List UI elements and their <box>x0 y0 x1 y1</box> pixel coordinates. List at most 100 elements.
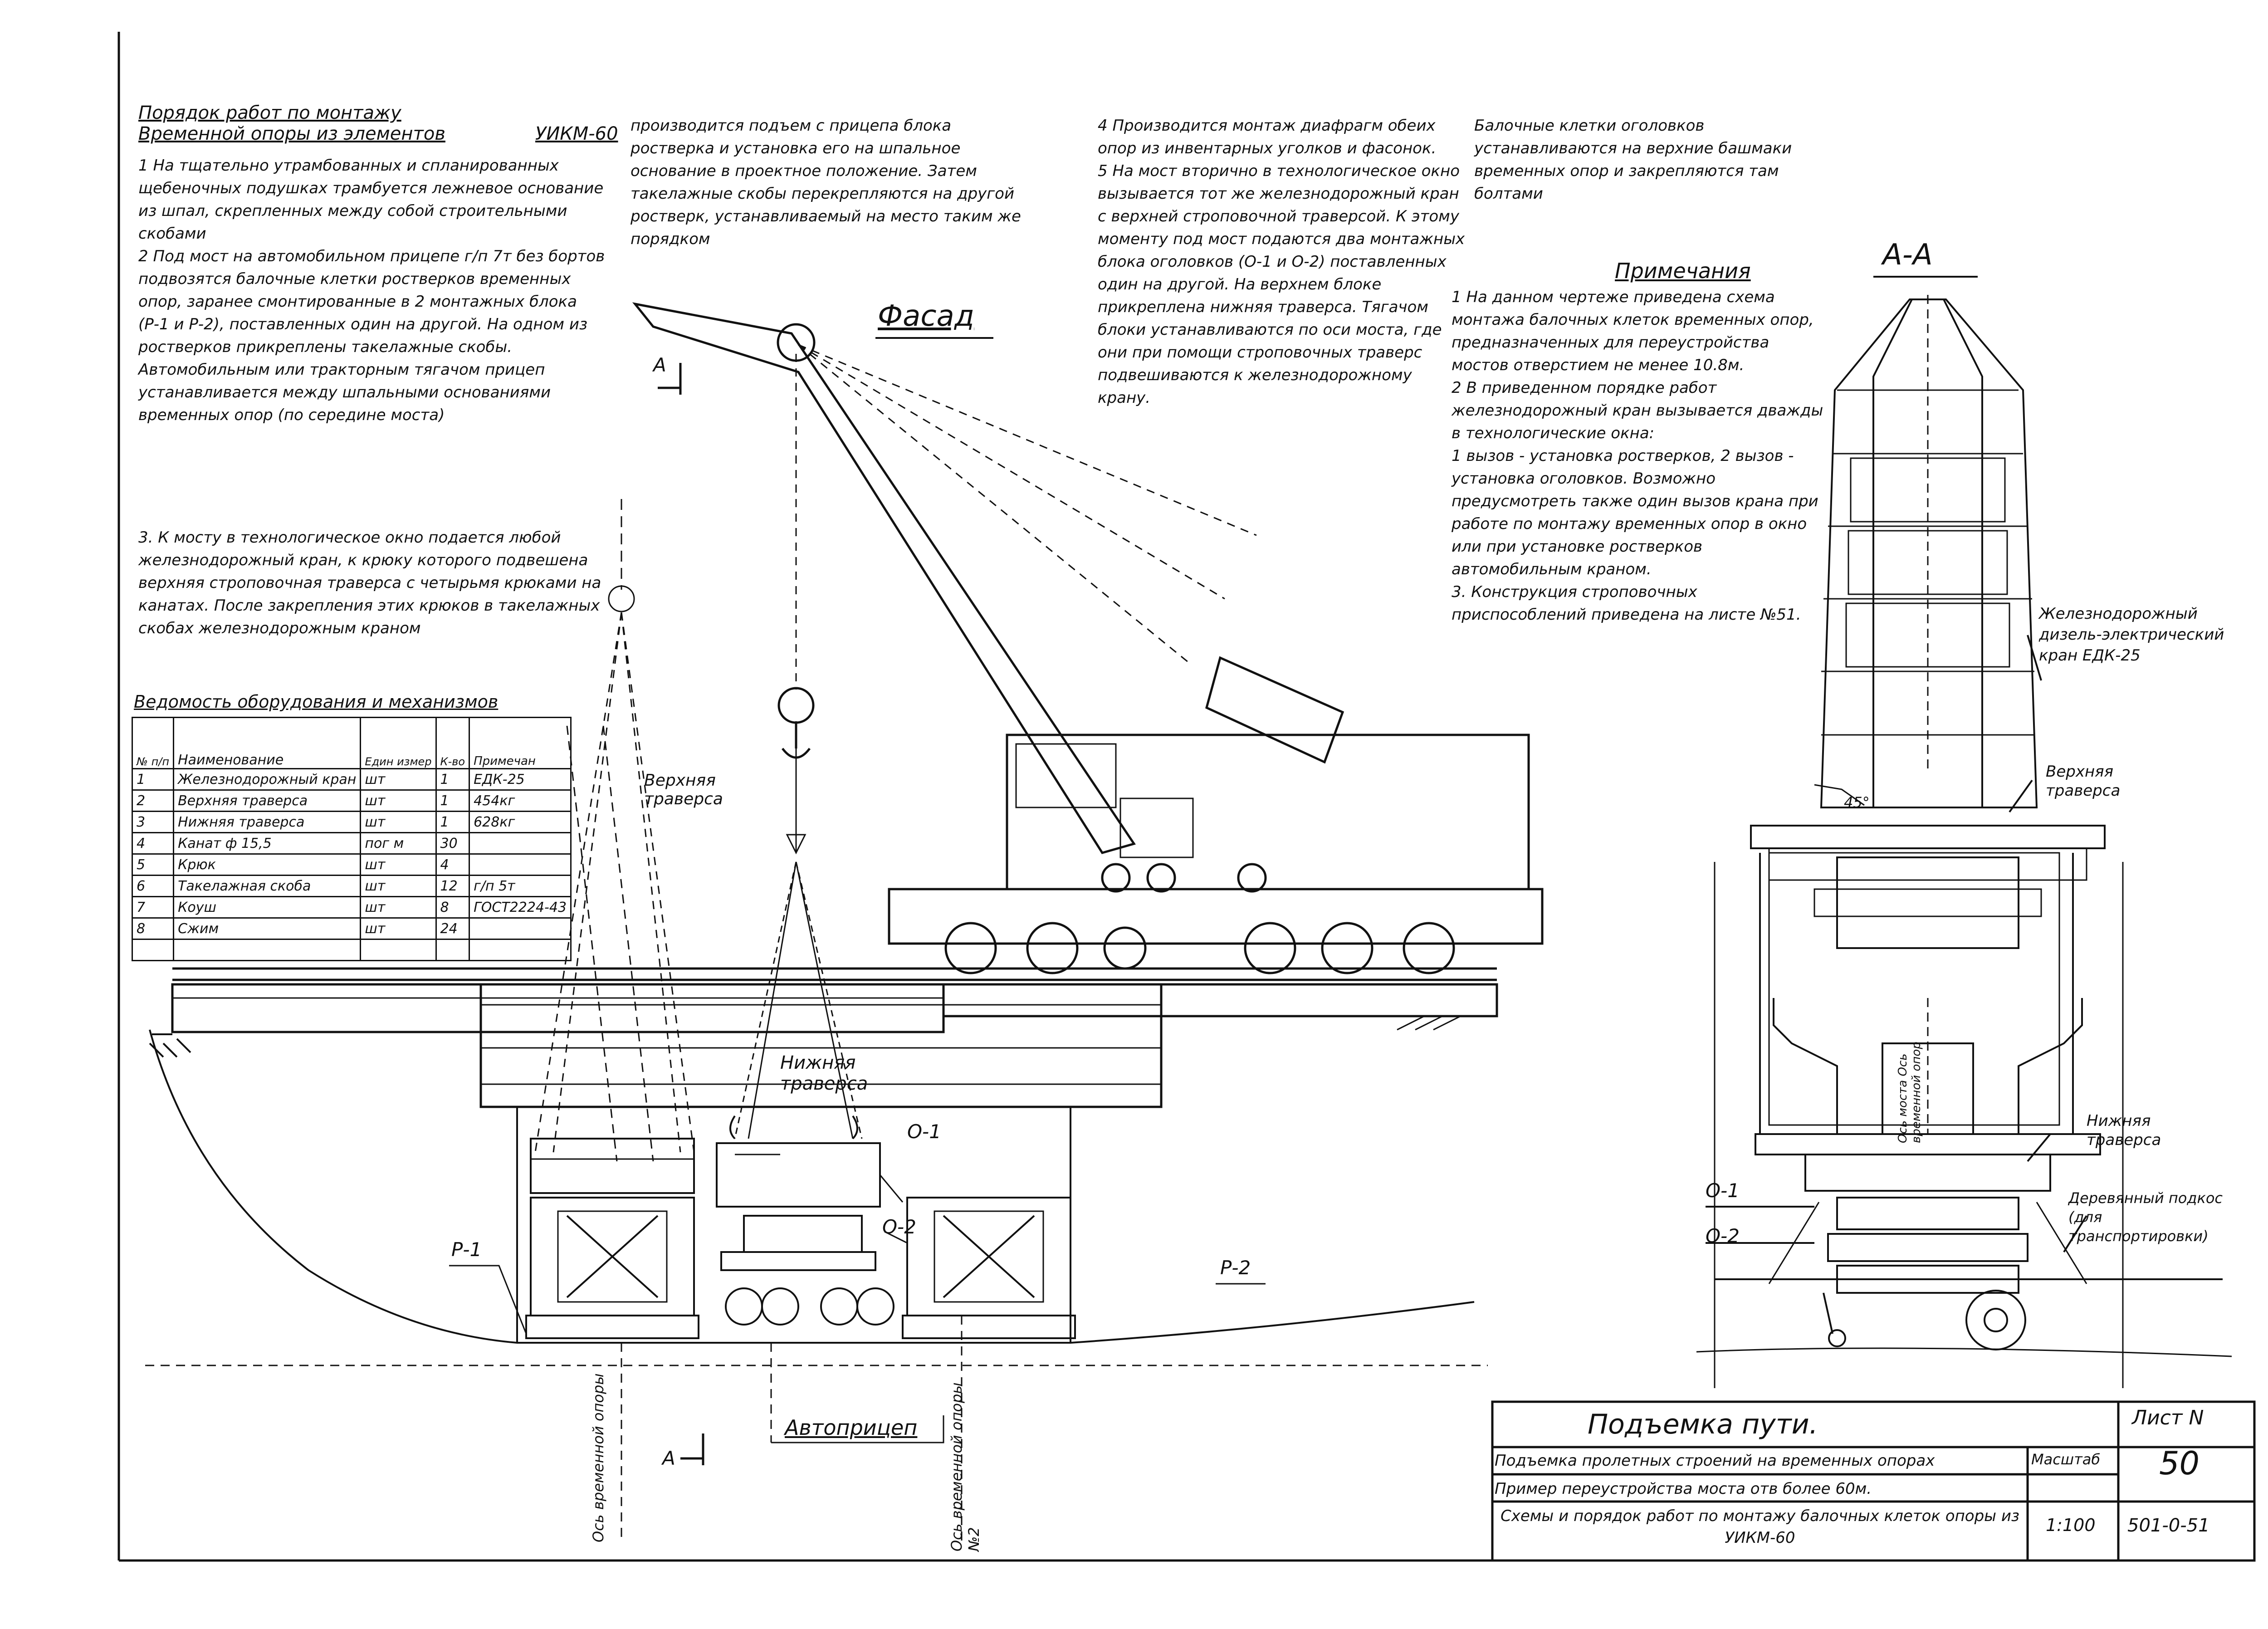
o1-section-label: О-1 <box>1706 1179 1740 1202</box>
row-note: 628кг <box>469 811 572 833</box>
axis-bridge-label: Ось моста Ось временной опор <box>1896 1042 1923 1143</box>
facade-label: Фасад <box>878 299 974 333</box>
row-note: 454кг <box>469 789 572 812</box>
row-num: 8 <box>131 917 175 940</box>
row-qty: 4 <box>435 853 470 876</box>
row-qty: 8 <box>435 896 470 919</box>
upper-traverse-r-label: Верхняя траверса <box>2046 763 2121 800</box>
stamp-line1: Подъемка пролетных строений на временных… <box>1495 1452 1935 1470</box>
procedure-steps-1-2: 1 На тщательно утрамбованных и спланиров… <box>138 157 605 424</box>
row-name: Железнодорожный кран <box>173 768 362 791</box>
row-name: Сжим <box>173 917 362 940</box>
row-name: Коуш <box>173 896 362 919</box>
row-note: ЕДК-25 <box>469 768 572 791</box>
o1-label: О-1 <box>907 1120 941 1143</box>
scale-label: Масштаб <box>2031 1451 2101 1468</box>
section-a-mark-top: А <box>653 354 666 376</box>
procedure-continuation: производится подъем с прицепа блока рост… <box>631 117 1021 248</box>
stamp-line3: Схемы и порядок работ по монтажу балочны… <box>1500 1507 2020 1547</box>
temporary-supports <box>525 1115 1076 1339</box>
row-qty: 12 <box>435 875 470 897</box>
axis-support-2-label: Ось временной опоры №2 <box>948 1382 982 1551</box>
upper-traverse-label: Верхняя траверса <box>644 771 723 808</box>
row-note: г/п 5т <box>469 875 572 897</box>
section-a-a <box>1696 295 2232 1388</box>
procedure-final-note: Балочные клетки оголовков устанавливаютс… <box>1474 117 1792 203</box>
p2-label: Р-2 <box>1220 1257 1251 1279</box>
stamp-title: Подъемка пути. <box>1588 1409 1818 1440</box>
col-num-header: № п/п <box>131 717 175 769</box>
o2-section-label: О-2 <box>1706 1225 1740 1247</box>
row-num: 4 <box>131 832 175 855</box>
notes-title: Примечания <box>1615 259 1751 283</box>
ground <box>145 1015 1488 1366</box>
axis-temp-support-label: Ось временной опоры <box>590 1373 607 1542</box>
sheet-label: Лист N <box>2132 1406 2204 1429</box>
section-aa-label: А-А <box>1882 238 1933 272</box>
row-name: Крюк <box>173 853 362 876</box>
row-qty: 1 <box>435 789 470 812</box>
section-a-mark-bottom: А <box>662 1447 675 1469</box>
row-unit: шт <box>360 853 437 876</box>
procedure-title-line1: Порядок работ по монтажу <box>138 103 401 123</box>
sheet-number: 50 <box>2159 1445 2200 1482</box>
railway-crane <box>632 302 1544 974</box>
row-unit: шт <box>360 896 437 919</box>
row-qty: 1 <box>435 811 470 833</box>
row-name: Такелажная скоба <box>173 875 362 897</box>
row-num: 5 <box>131 853 175 876</box>
row-unit: шт <box>360 811 437 833</box>
row-qty: 30 <box>435 832 470 855</box>
row-num: 7 <box>131 896 175 919</box>
row-name: Верхняя траверса <box>173 789 362 812</box>
stamp-line2: Пример переустройства моста отв более 60… <box>1495 1480 1872 1498</box>
empty-cell <box>435 939 470 961</box>
procedure-step-3: 3. К мосту в технологическое окно подает… <box>138 528 601 637</box>
row-note <box>469 832 572 855</box>
crane-model-label: Железнодорожный дизель-электрический кра… <box>2039 605 2224 665</box>
row-note <box>469 853 572 876</box>
row-num: 1 <box>131 768 175 791</box>
empty-cell <box>173 939 362 961</box>
crane-wheels <box>944 863 1455 974</box>
row-unit: шт <box>360 768 437 791</box>
o2-label: О-2 <box>882 1216 916 1238</box>
row-note: ГОСТ2224-43 <box>469 896 572 919</box>
row-qty: 1 <box>435 768 470 791</box>
row-name: Канат ф 15,5 <box>173 832 362 855</box>
col-qty-header: К-во <box>435 717 470 769</box>
row-unit: шт <box>360 917 437 940</box>
procedure-title-line2: Временной опоры из элементов <box>138 123 445 144</box>
angle-label: 45° <box>1844 794 1870 811</box>
table-row-empty <box>131 939 572 961</box>
row-note <box>469 917 572 940</box>
lower-traverse-r-label: Нижняя траверса <box>2087 1112 2161 1149</box>
wood-brace-label: Деревянный подкос (для транспортировки) <box>2068 1189 2223 1245</box>
row-unit: пог м <box>360 832 437 855</box>
empty-cell <box>131 939 175 961</box>
row-num: 2 <box>131 789 175 812</box>
notes-text: 1 На данном чертеже приведена схема монт… <box>1452 288 1823 624</box>
col-name-header: Наименование <box>173 717 362 769</box>
doc-code: 501-0-51 <box>2127 1515 2210 1536</box>
trailer-label: Автоприцеп <box>785 1415 918 1440</box>
scale-value: 1:100 <box>2046 1515 2096 1535</box>
p1-label: Р-1 <box>451 1238 482 1261</box>
empty-cell <box>360 939 437 961</box>
procedure-steps-4-5: 4 Производится монтаж диафрагм обеих опо… <box>1098 117 1465 407</box>
equipment-table: № п/п Наименование Един измер К-во Приме… <box>131 717 572 961</box>
empty-cell <box>469 939 572 961</box>
row-num: 6 <box>131 875 175 897</box>
procedure-title-code: УИКМ-60 <box>535 123 618 144</box>
row-name: Нижняя траверса <box>173 811 362 833</box>
col-note-header: Примечан <box>469 717 572 769</box>
